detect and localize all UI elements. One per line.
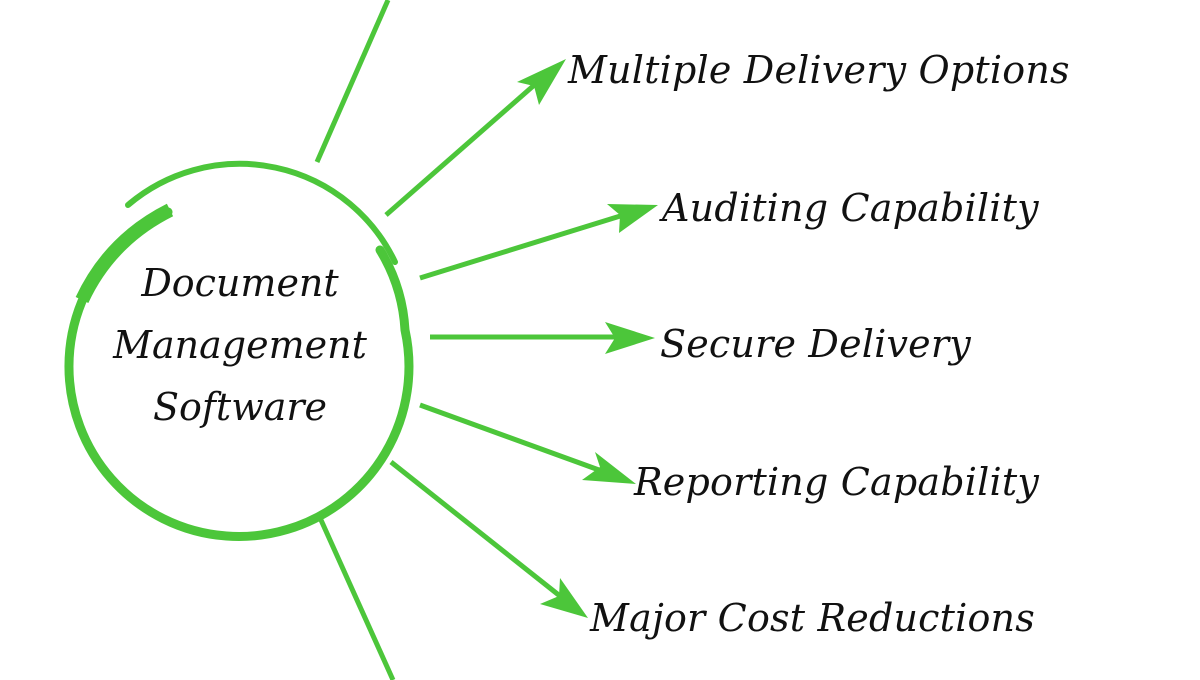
arrow-major-cost-reductions [389,460,588,618]
arrow-secure-delivery [430,322,655,354]
arrow-auditing-capability [419,204,658,281]
arrowhead-icon [582,452,636,484]
arrowhead-icon [517,59,566,105]
connector-line-top [314,0,391,164]
arrow-reporting-capability [419,402,636,484]
hub-circle-brush-start [75,203,174,304]
hub-circle-top-arc [125,160,398,265]
arrow-multiple-delivery-options [384,59,566,217]
branch-label-reporting-capability: Reporting Capability [634,460,1040,504]
branch-label-auditing-capability: Auditing Capability [662,186,1039,230]
arrowhead-icon [540,578,588,618]
hub-circle [64,207,414,541]
arrowhead-icon [605,322,655,354]
branch-label-major-cost-reductions: Major Cost Reductions [590,596,1035,640]
connector-line-bottom [318,518,396,680]
hub-label-line: Software [152,385,328,429]
hub-label-line: Management [113,323,367,367]
branch-label-multiple-delivery-options: Multiple Delivery Options [568,48,1070,92]
branch-label-secure-delivery: Secure Delivery [660,322,971,366]
arrowhead-icon [607,204,658,233]
hub-label-line: Document [141,261,339,305]
hub-label: Document Management Software [80,252,400,438]
